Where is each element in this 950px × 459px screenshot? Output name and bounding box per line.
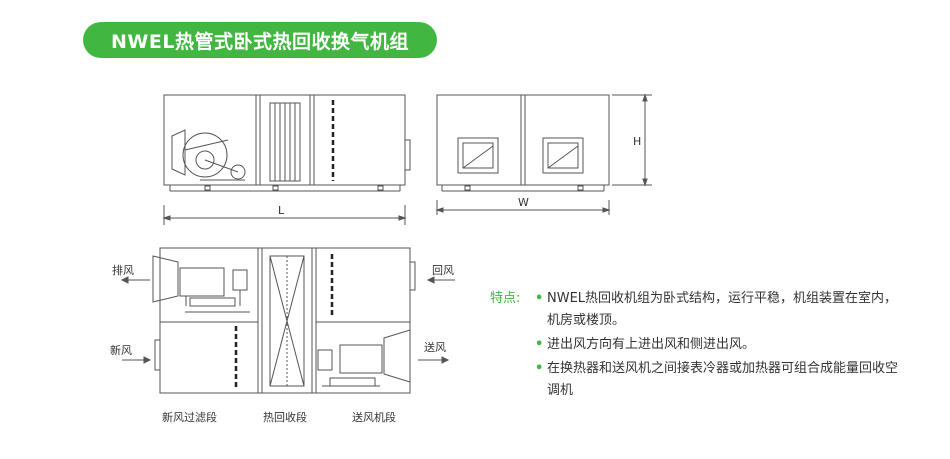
exhaust-air-label: 排风 (112, 263, 134, 277)
list-item: • 进出风方向有上进出风和侧进出风。 (535, 334, 900, 356)
page-title: NWEL热管式卧式热回收换气机组 (111, 30, 409, 53)
height-label: H (633, 135, 641, 148)
section-fresh-filter: 新风过滤段 (162, 410, 217, 424)
return-air-label: 回风 (432, 264, 454, 277)
plan-view (120, 247, 455, 394)
supply-air-label: 送风 (424, 340, 446, 354)
bullet-icon: • (535, 291, 544, 306)
fresh-air-label: 新风 (110, 343, 132, 357)
front-elevation (162, 94, 411, 225)
length-label: L (278, 204, 285, 217)
bullet-icon: • (535, 361, 544, 376)
feature-text: 在换热器和送风机之间接表冷器或加热器可组合成能量回收空调机 (547, 361, 899, 398)
feature-text: NWEL热回收机组为卧式结构，运行平稳，机组装置在室内，机房或楼顶。 (547, 291, 898, 328)
feature-text: 进出风方向有上进出风和侧进出风。 (547, 337, 756, 352)
features-label: 特点: (490, 291, 521, 306)
bullet-icon: • (535, 337, 544, 352)
section-heat-recovery: 热回收段 (263, 410, 307, 424)
list-item: • NWEL热回收机组为卧式结构，运行平稳，机组装置在室内，机房或楼顶。 (535, 288, 900, 332)
list-item: • 在换热器和送风机之间接表冷器或加热器可组合成能量回收空调机 (535, 358, 900, 402)
width-label: W (518, 196, 529, 209)
section-supply-fan: 送风机段 (352, 410, 396, 424)
side-elevation (435, 93, 652, 215)
features-block: 特点: • NWEL热回收机组为卧式结构，运行平稳，机组装置在室内，机房或楼顶。… (490, 288, 900, 404)
title-banner: NWEL热管式卧式热回收换气机组 (83, 22, 437, 58)
features-list: • NWEL热回收机组为卧式结构，运行平稳，机组装置在室内，机房或楼顶。 • 进… (490, 288, 900, 402)
